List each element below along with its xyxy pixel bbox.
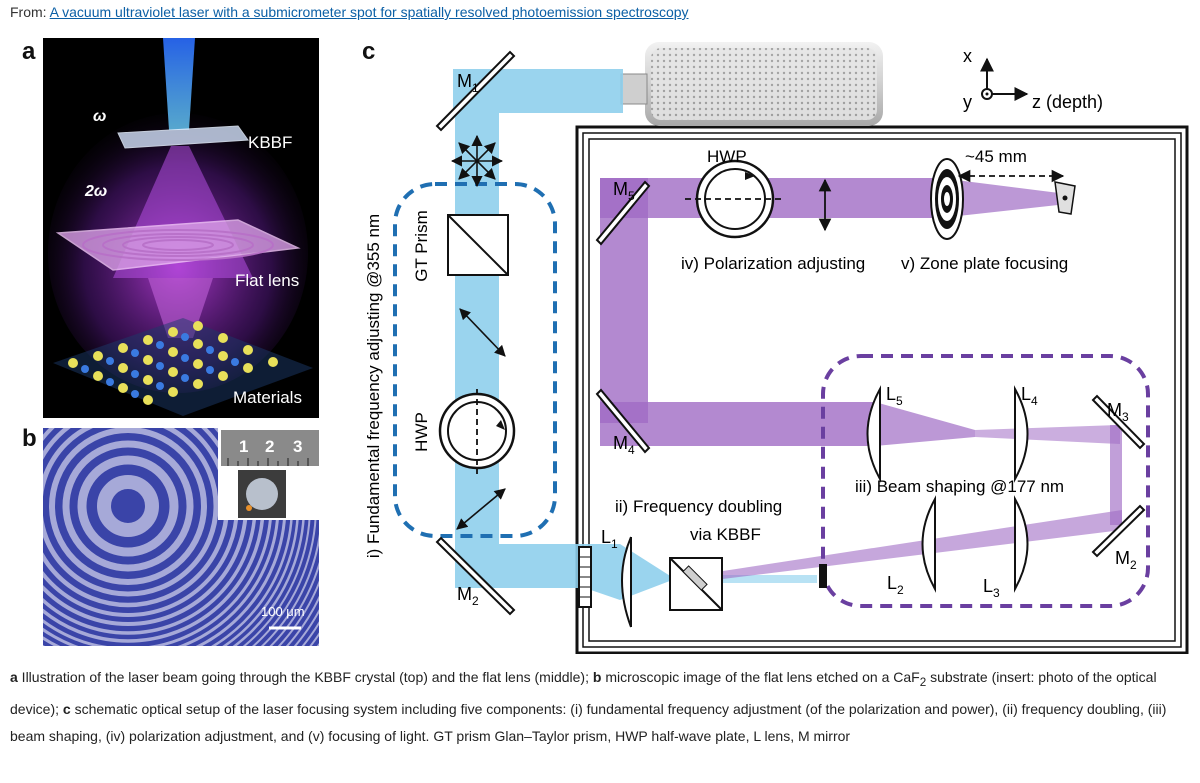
l1-label: L1 xyxy=(601,527,618,551)
coordinate-axes xyxy=(980,57,1029,101)
source-line: From: A vacuum ultraviolet laser with a … xyxy=(10,4,689,20)
caption-b-text-1: microscopic image of the flat lens etche… xyxy=(601,669,920,685)
polarization-star xyxy=(450,134,504,188)
axis-z-label: z (depth) xyxy=(1032,92,1103,112)
m2-right-label: M2 xyxy=(1115,548,1137,572)
stage-iv-label: iv) Polarization adjusting xyxy=(681,254,865,273)
panel-b-micrograph: 1 2 3 100 μm xyxy=(43,428,319,646)
gt-prism-label: GT Prism xyxy=(412,210,431,281)
inset-photo: 1 2 3 xyxy=(218,428,319,520)
beam-dump xyxy=(819,564,827,588)
hwp-vertical xyxy=(438,389,516,474)
mirror-m1 xyxy=(435,50,516,132)
stage-ii-line2: via KBBF xyxy=(690,525,761,544)
m2-left-label: M2 xyxy=(457,584,479,608)
zone-plate xyxy=(930,158,964,240)
stage-iii-group xyxy=(821,354,1150,608)
caption-b-text-2: substrate (insert: photo of the optical … xyxy=(10,669,1157,717)
panel-c-schematic: M1 M2 M5 M4 M3 M2 GT Prism HWP i) Fundam… xyxy=(364,42,1189,654)
caption-b-label: b xyxy=(592,669,602,685)
ruler-digit-3: 3 xyxy=(293,437,302,456)
beam-shaping-lenses xyxy=(866,385,1029,593)
m3-label: M3 xyxy=(1107,400,1129,424)
lens-l1 xyxy=(578,536,632,628)
mirrors xyxy=(435,50,1146,616)
lens-l2 xyxy=(921,495,936,593)
uv-beam-top xyxy=(163,38,195,130)
m4-label: M4 xyxy=(613,433,635,457)
kbbf-crystal xyxy=(669,557,723,611)
ruler-digit-2: 2 xyxy=(265,437,274,456)
doubled-beam xyxy=(600,178,1122,583)
ruler-digit-1: 1 xyxy=(239,437,248,456)
m5-label: M5 xyxy=(613,179,635,203)
omega-label: ω xyxy=(93,108,106,125)
lens-l3 xyxy=(1014,495,1029,593)
stage-i-label: i) Fundamental frequency adjusting @355 … xyxy=(364,214,383,558)
caption-c-text: schematic optical setup of the laser foc… xyxy=(10,700,1167,744)
scale-bar-label: 100 μm xyxy=(261,604,305,619)
m1-label: M1 xyxy=(457,71,479,95)
caption-a-label: a xyxy=(10,669,18,685)
distance-label: ~45 mm xyxy=(965,147,1027,166)
axis-x-label: x xyxy=(963,46,972,66)
l5-label: L5 xyxy=(886,384,903,408)
pol-arrow-2 xyxy=(456,488,506,530)
mirror-m2-right xyxy=(1091,504,1146,558)
materials-label: Materials xyxy=(233,388,302,407)
mirror-m2-left xyxy=(435,536,516,616)
kbbf-label: KBBF xyxy=(248,133,292,152)
mirror-m3 xyxy=(1091,394,1146,450)
l2-label: L2 xyxy=(887,573,904,597)
panel-label-b: b xyxy=(22,425,37,452)
hwp-top xyxy=(685,159,785,239)
hwp-vertical-label: HWP xyxy=(412,412,431,452)
caption-a-text: Illustration of the laser beam going thr… xyxy=(17,669,593,685)
l3-label: L3 xyxy=(983,576,1000,600)
stage-ii-line1: ii) Frequency doubling xyxy=(615,497,782,516)
vacuum-enclosure xyxy=(575,125,1189,654)
laser-source xyxy=(620,42,883,126)
gt-prism xyxy=(447,214,509,276)
mirror-m4 xyxy=(595,388,651,454)
hwp-top-label: HWP xyxy=(707,147,747,166)
panel-a-illustration: ω KBBF 2ω Flat lens Materials xyxy=(43,38,319,418)
stage-v-label: v) Zone plate focusing xyxy=(901,254,1068,273)
two-omega-label: 2ω xyxy=(84,183,107,200)
flat-lens-label: Flat lens xyxy=(235,271,299,290)
panel-label-a: a xyxy=(22,38,36,65)
source-prefix: From: xyxy=(10,4,50,20)
caption-b-sub: 2 xyxy=(919,675,927,689)
figure-caption: a Illustration of the laser beam going t… xyxy=(10,664,1185,750)
l4-label: L4 xyxy=(1021,384,1038,408)
mirror-m5 xyxy=(595,180,651,246)
kbbf-crystal xyxy=(117,125,249,149)
lens-l4 xyxy=(1014,385,1029,483)
panel-label-c: c xyxy=(362,38,376,65)
axis-y-label: y xyxy=(963,92,972,112)
article-title-link[interactable]: A vacuum ultraviolet laser with a submic… xyxy=(49,4,689,20)
lens-l5 xyxy=(866,385,881,483)
pol-arrow-1 xyxy=(459,308,506,357)
sample xyxy=(1054,181,1076,215)
stage-iii-label: iii) Beam shaping @177 nm xyxy=(855,477,1064,496)
caption-c-label: c xyxy=(62,700,71,717)
materials-lattice xyxy=(53,318,313,416)
